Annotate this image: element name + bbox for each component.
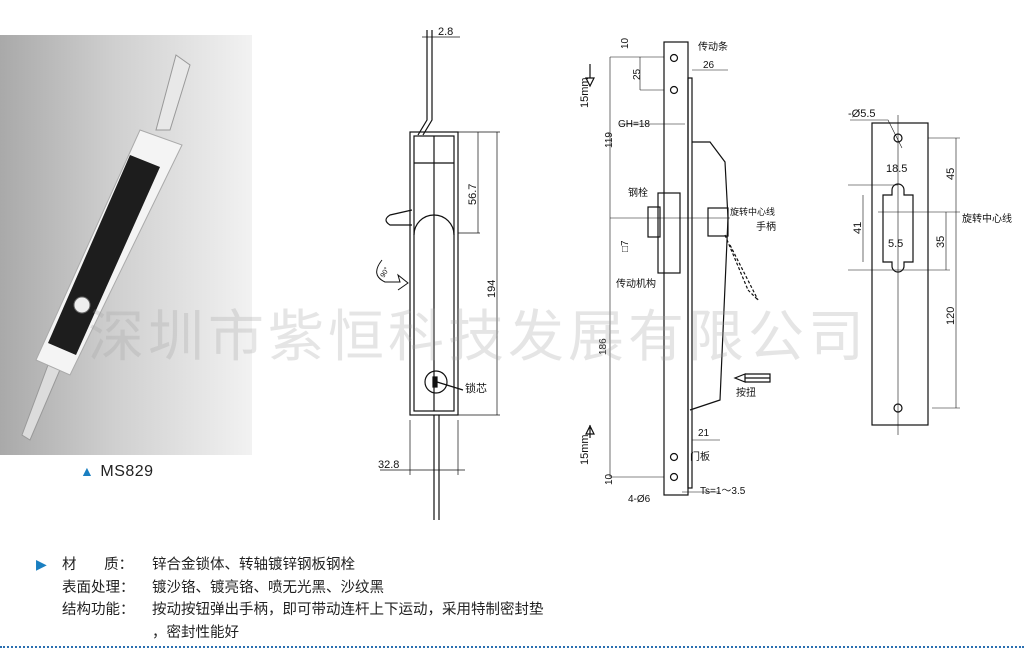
front-view-drawing: 2.8 56.7 194 32.8 锁芯 90° xyxy=(376,26,500,520)
dim-120: 120 xyxy=(945,307,957,325)
rotation-angle: 90° xyxy=(379,266,391,279)
dim-7: □7 xyxy=(620,240,631,252)
spec-label: 结构功能： xyxy=(62,602,135,618)
model-number: MS829 xyxy=(100,463,154,480)
dim-56-7: 56.7 xyxy=(467,184,479,205)
dim-hole: -Ø5.5 xyxy=(848,108,876,120)
triangle-marker-icon: ▲ xyxy=(80,463,95,479)
label-rotation-center: 旋转中心线 xyxy=(730,206,775,218)
spec-list: ▶ 材 质： 锌合金锁体、转轴镀锌钢板钢栓 表面处理： 镀沙铬、镀亮铬、喷无光黑、沙… xyxy=(36,554,544,644)
dim-2-8: 2.8 xyxy=(438,26,453,38)
dim-holes: 4-Ø6 xyxy=(628,494,651,505)
dim-21: 21 xyxy=(698,428,710,439)
spec-row-material: 材 质： 锌合金锁体、转轴镀锌钢板钢栓 xyxy=(36,554,544,577)
label-mechanism: 传动机构 xyxy=(616,277,656,290)
dim-41: 41 xyxy=(852,222,864,234)
travel-top: 15mm xyxy=(579,77,591,108)
dim-5-5: 5.5 xyxy=(888,238,903,250)
dim-ts: Ts=1～3.5 xyxy=(700,486,746,497)
label-button: 按扭 xyxy=(736,386,756,399)
dotted-divider xyxy=(0,646,1024,648)
label-rotation-center-2: 旋转中心线 xyxy=(962,212,1012,225)
spec-label: 表面处理： xyxy=(62,579,135,596)
spec-row-finish: 表面处理： 镀沙铬、镀亮铬、喷无光黑、沙纹黑 xyxy=(36,577,544,600)
travel-bottom: 15mm xyxy=(579,434,591,465)
label-lock-core: 锁芯 xyxy=(465,381,487,395)
dim-10-bottom: 10 xyxy=(604,473,615,485)
spec-label: 材 质： xyxy=(62,557,134,573)
handle-lock-illustration xyxy=(21,54,191,441)
dim-18-5: 18.5 xyxy=(886,163,907,175)
label-steel-bolt: 钢栓 xyxy=(628,186,648,199)
spec-row-function-cont: ，密封性能好 xyxy=(36,622,544,645)
dim-186: 186 xyxy=(598,338,609,355)
dim-25: 25 xyxy=(632,68,643,80)
label-door-panel: 门板 xyxy=(690,450,710,463)
spec-value: ，密封性能好 xyxy=(152,624,239,641)
side-view-drawing: 传动条 10 25 26 15mm GH=18 119 钢栓 □7 旋转中心线 … xyxy=(579,37,776,505)
dim-35: 35 xyxy=(935,236,947,248)
dim-26: 26 xyxy=(703,60,715,71)
triangle-bullet-icon: ▶ xyxy=(36,557,47,573)
dim-45: 45 xyxy=(945,168,957,180)
dim-32-8: 32.8 xyxy=(378,459,399,471)
spec-row-function: 结构功能： 按动按钮弹出手柄，即可带动连杆上下运动，采用特制密封垫 xyxy=(36,599,544,622)
model-label: ▲ MS829 xyxy=(80,463,154,481)
dim-194: 194 xyxy=(486,280,498,298)
product-photo xyxy=(0,35,252,455)
spec-value: 镀沙铬、镀亮铬、喷无光黑、沙纹黑 xyxy=(152,579,384,596)
label-drive-bar: 传动条 xyxy=(698,40,728,53)
dim-gh: GH=18 xyxy=(618,119,650,130)
spec-value: 锌合金锁体、转轴镀锌钢板钢栓 xyxy=(152,557,355,573)
cutout-drawing: -Ø5.5 18.5 45 旋转中心线 41 35 5.5 120 xyxy=(848,108,1012,435)
dim-10-top: 10 xyxy=(620,37,631,49)
spec-value: 按动按钮弹出手柄，即可带动连杆上下运动，采用特制密封垫 xyxy=(152,602,544,618)
spec-label xyxy=(36,622,152,645)
dim-119: 119 xyxy=(604,132,615,148)
label-handle: 手柄 xyxy=(756,220,776,233)
